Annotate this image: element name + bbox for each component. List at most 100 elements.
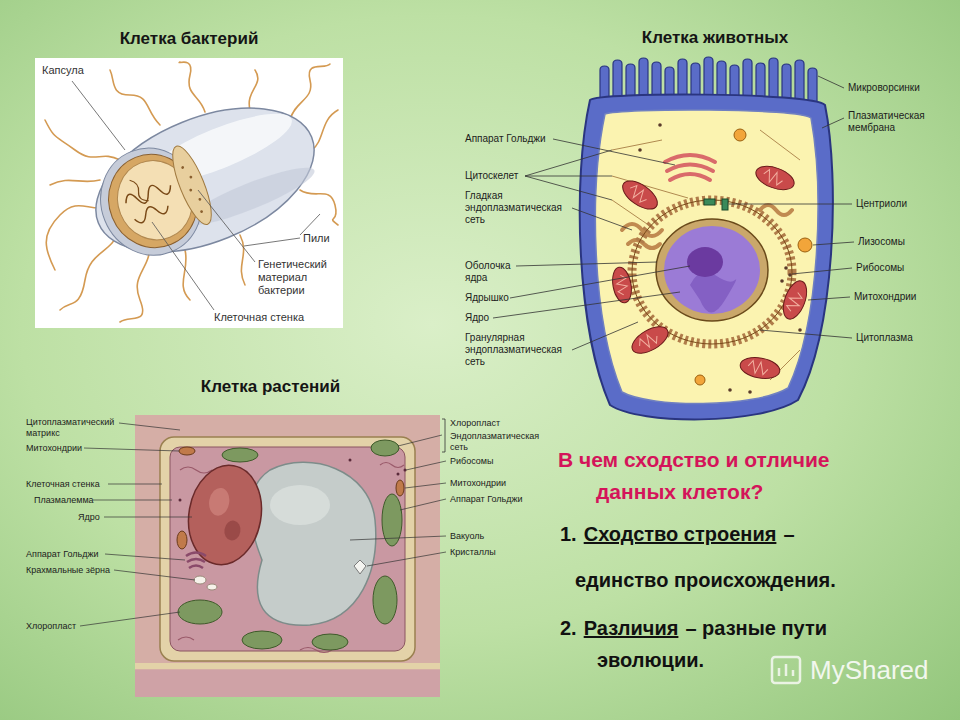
watermark: MyShared: [810, 655, 929, 685]
ribosomes: [784, 266, 788, 270]
leader-lines: [405, 483, 446, 488]
plant-golgi: [186, 553, 206, 569]
bacterium-body: [132, 200, 170, 225]
ribosomes: [638, 148, 642, 152]
plant-ribosomes: [349, 459, 352, 462]
ribosomes: [658, 123, 662, 127]
leader-lines: [367, 552, 446, 566]
lysosomes: [695, 375, 705, 385]
leader-lines: [80, 612, 180, 626]
mitochondria: [779, 278, 811, 322]
starch-grains: [194, 576, 206, 584]
pili: [290, 64, 330, 120]
nucleolus: [687, 247, 723, 277]
leader-lines: [93, 500, 172, 501]
part-label: Генетический материал бактерии: [258, 258, 340, 297]
leader-lines: [119, 423, 180, 430]
part-label: Аппарат Гольджи: [465, 133, 546, 145]
golgi: [667, 165, 713, 172]
neighbor-cell: [135, 670, 440, 697]
leader-lines: [84, 448, 179, 451]
bacterium-body: [200, 210, 204, 214]
vacuole: [250, 462, 376, 625]
leader-lines: [244, 238, 300, 246]
bacterium-body: [181, 166, 185, 170]
question: В чем сходство и отличие данных клеток?: [558, 444, 903, 508]
mitochondria: [753, 162, 797, 194]
part-label: Вакуоль: [450, 531, 484, 542]
chloroplasts: [373, 576, 397, 624]
mitochondria: [739, 355, 782, 382]
bacteria-illustration: [35, 58, 343, 328]
bacterium-body: [189, 175, 193, 179]
pili: [312, 110, 338, 150]
answer-line: 2.Различия– разные пути: [560, 616, 827, 640]
leader-lines: [493, 292, 680, 318]
part-label: Крахмальные зёрна: [26, 565, 110, 576]
part-label: Клеточная стенка: [26, 479, 100, 490]
pili: [179, 62, 205, 112]
bracket: [442, 419, 445, 452]
answer-number: 2.: [560, 616, 577, 640]
golgi: [665, 155, 715, 162]
part-label: Лизосомы: [858, 236, 905, 248]
part-label: Кристаллы: [450, 547, 496, 558]
plant-cell-panel: Клетка растений: [135, 415, 440, 697]
plant-cytoplasm: [170, 447, 405, 651]
lysosomes: [734, 129, 746, 141]
plant-er: [380, 463, 404, 468]
golgi: [670, 174, 710, 180]
chloroplasts: [312, 634, 348, 650]
part-label: Цитоплазматический матрикс: [26, 417, 126, 439]
ribosomes: [728, 388, 732, 392]
part-label: Цитоскелет: [465, 170, 518, 182]
leader-lines: [760, 330, 852, 338]
part-label: Капсула: [42, 64, 84, 77]
leader-lines: [510, 266, 690, 298]
mitochondria: [627, 183, 650, 204]
neighbor-cells: [135, 415, 440, 697]
cell-wall: [160, 437, 415, 661]
part-label: Плазмалемма: [34, 495, 94, 506]
mitochondria: [785, 290, 803, 313]
leader-lines: [114, 570, 195, 580]
smooth-er: [760, 205, 792, 215]
part-label: Эндоплазматическая сеть: [450, 431, 550, 453]
animal-cell-panel: Клетка животных: [573, 55, 838, 425]
lysosomes: [695, 129, 812, 385]
part-label: Микроворсинки: [848, 82, 920, 94]
vacuole-sheen: [270, 485, 330, 525]
part-label: Пили: [303, 232, 330, 245]
cytoskeleton: [612, 130, 800, 380]
part-label: Хлоропласт: [26, 621, 76, 632]
mitochondria: [618, 175, 662, 214]
leader-lines: [572, 208, 632, 230]
pili: [249, 70, 258, 110]
plant-er: [180, 467, 212, 473]
part-label: Аппарат Гольджи: [26, 549, 99, 560]
ribosomes: [780, 279, 784, 283]
pili: [45, 120, 120, 160]
pili: [50, 180, 100, 185]
plant-golgi: [189, 566, 203, 569]
part-label: Клеточная стенка: [214, 311, 304, 324]
plant-mitochondria: [396, 480, 404, 496]
mitochondria: [637, 331, 660, 351]
bacterium-body: [130, 177, 149, 205]
lysosomes: [798, 238, 812, 252]
plant-mitochondria: [179, 447, 195, 455]
ribosomes: [798, 328, 802, 332]
cytoskeleton: [612, 140, 662, 150]
chloroplasts: [222, 448, 258, 462]
leader-lines: [516, 262, 657, 266]
mitochondria: [628, 321, 673, 358]
leader-lines: [108, 484, 162, 485]
mitochondria: [610, 162, 811, 382]
cell-type-heading: Клетка растений: [118, 376, 423, 397]
plant-ribosomes: [179, 499, 182, 502]
part-label: Центриоли: [856, 198, 907, 210]
cell-wall: [135, 663, 440, 669]
starch-grains: [194, 576, 217, 590]
leader-lines: [808, 297, 850, 300]
